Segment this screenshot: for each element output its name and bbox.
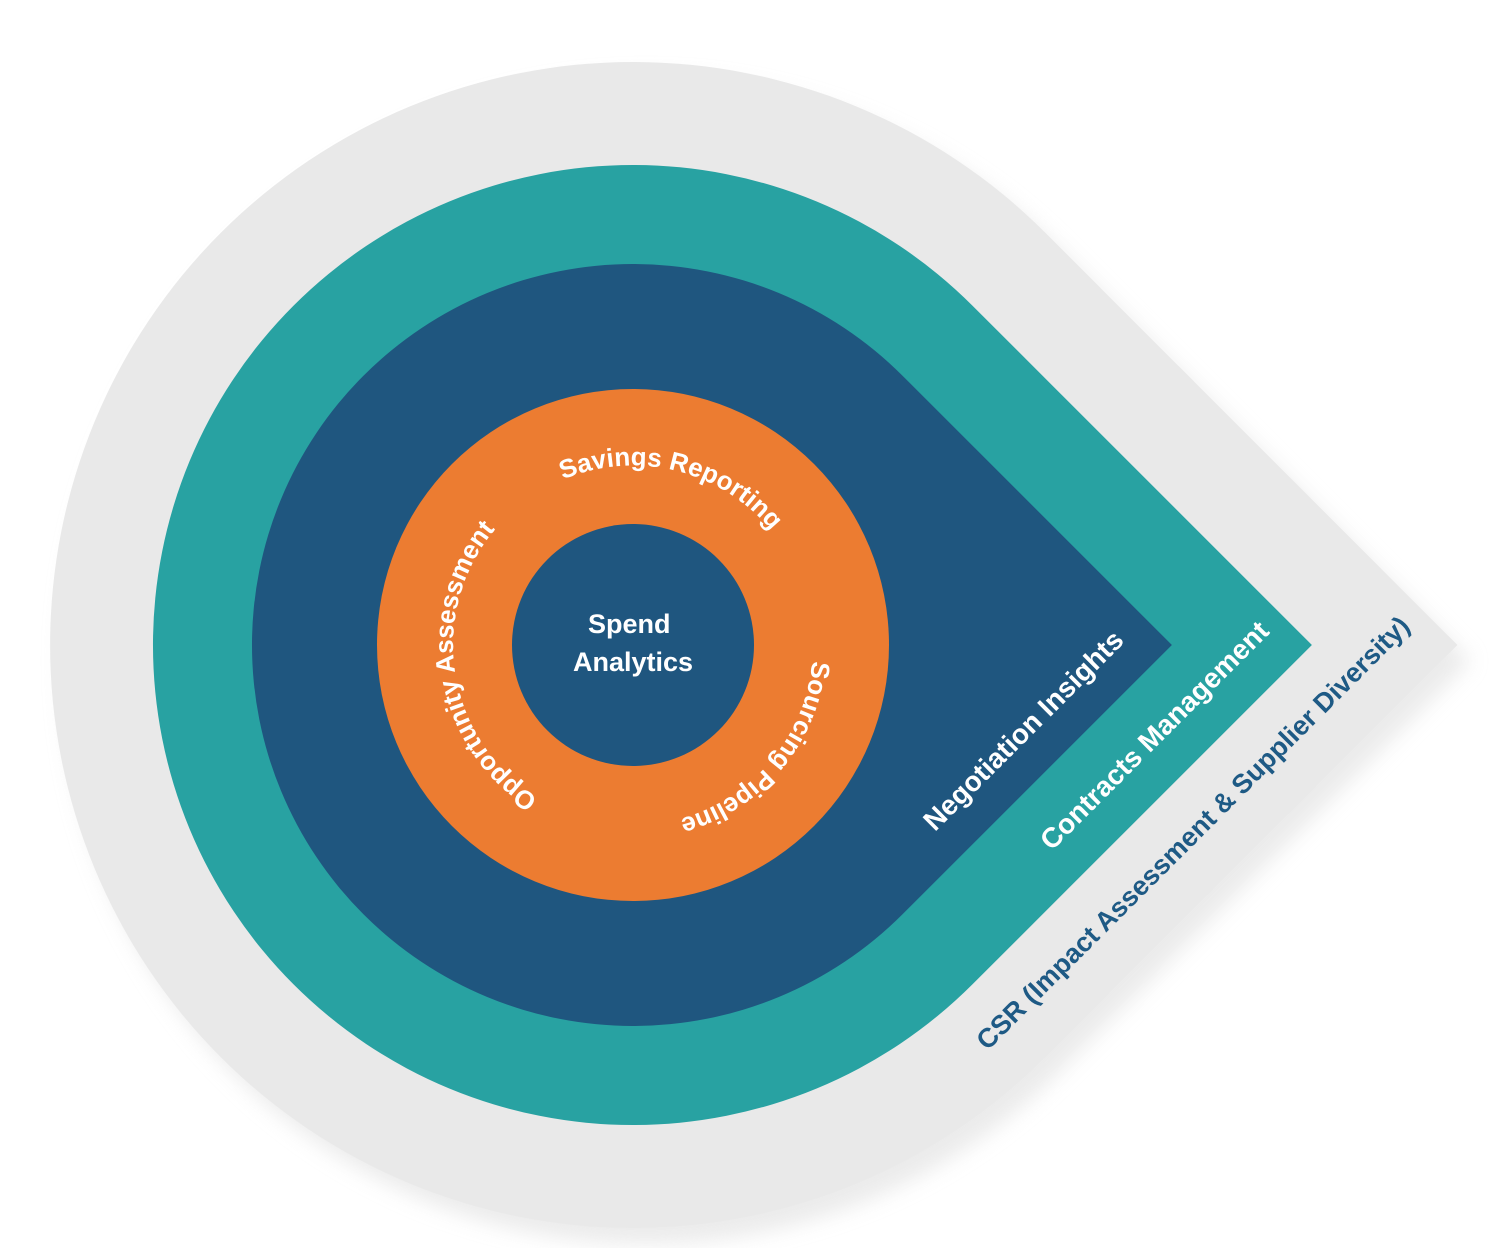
- core-label-line1: Spend: [588, 609, 671, 639]
- core-label: Spend Analytics: [573, 609, 693, 677]
- core-label-line2: Analytics: [573, 647, 693, 677]
- core-circle-shape: [512, 524, 754, 766]
